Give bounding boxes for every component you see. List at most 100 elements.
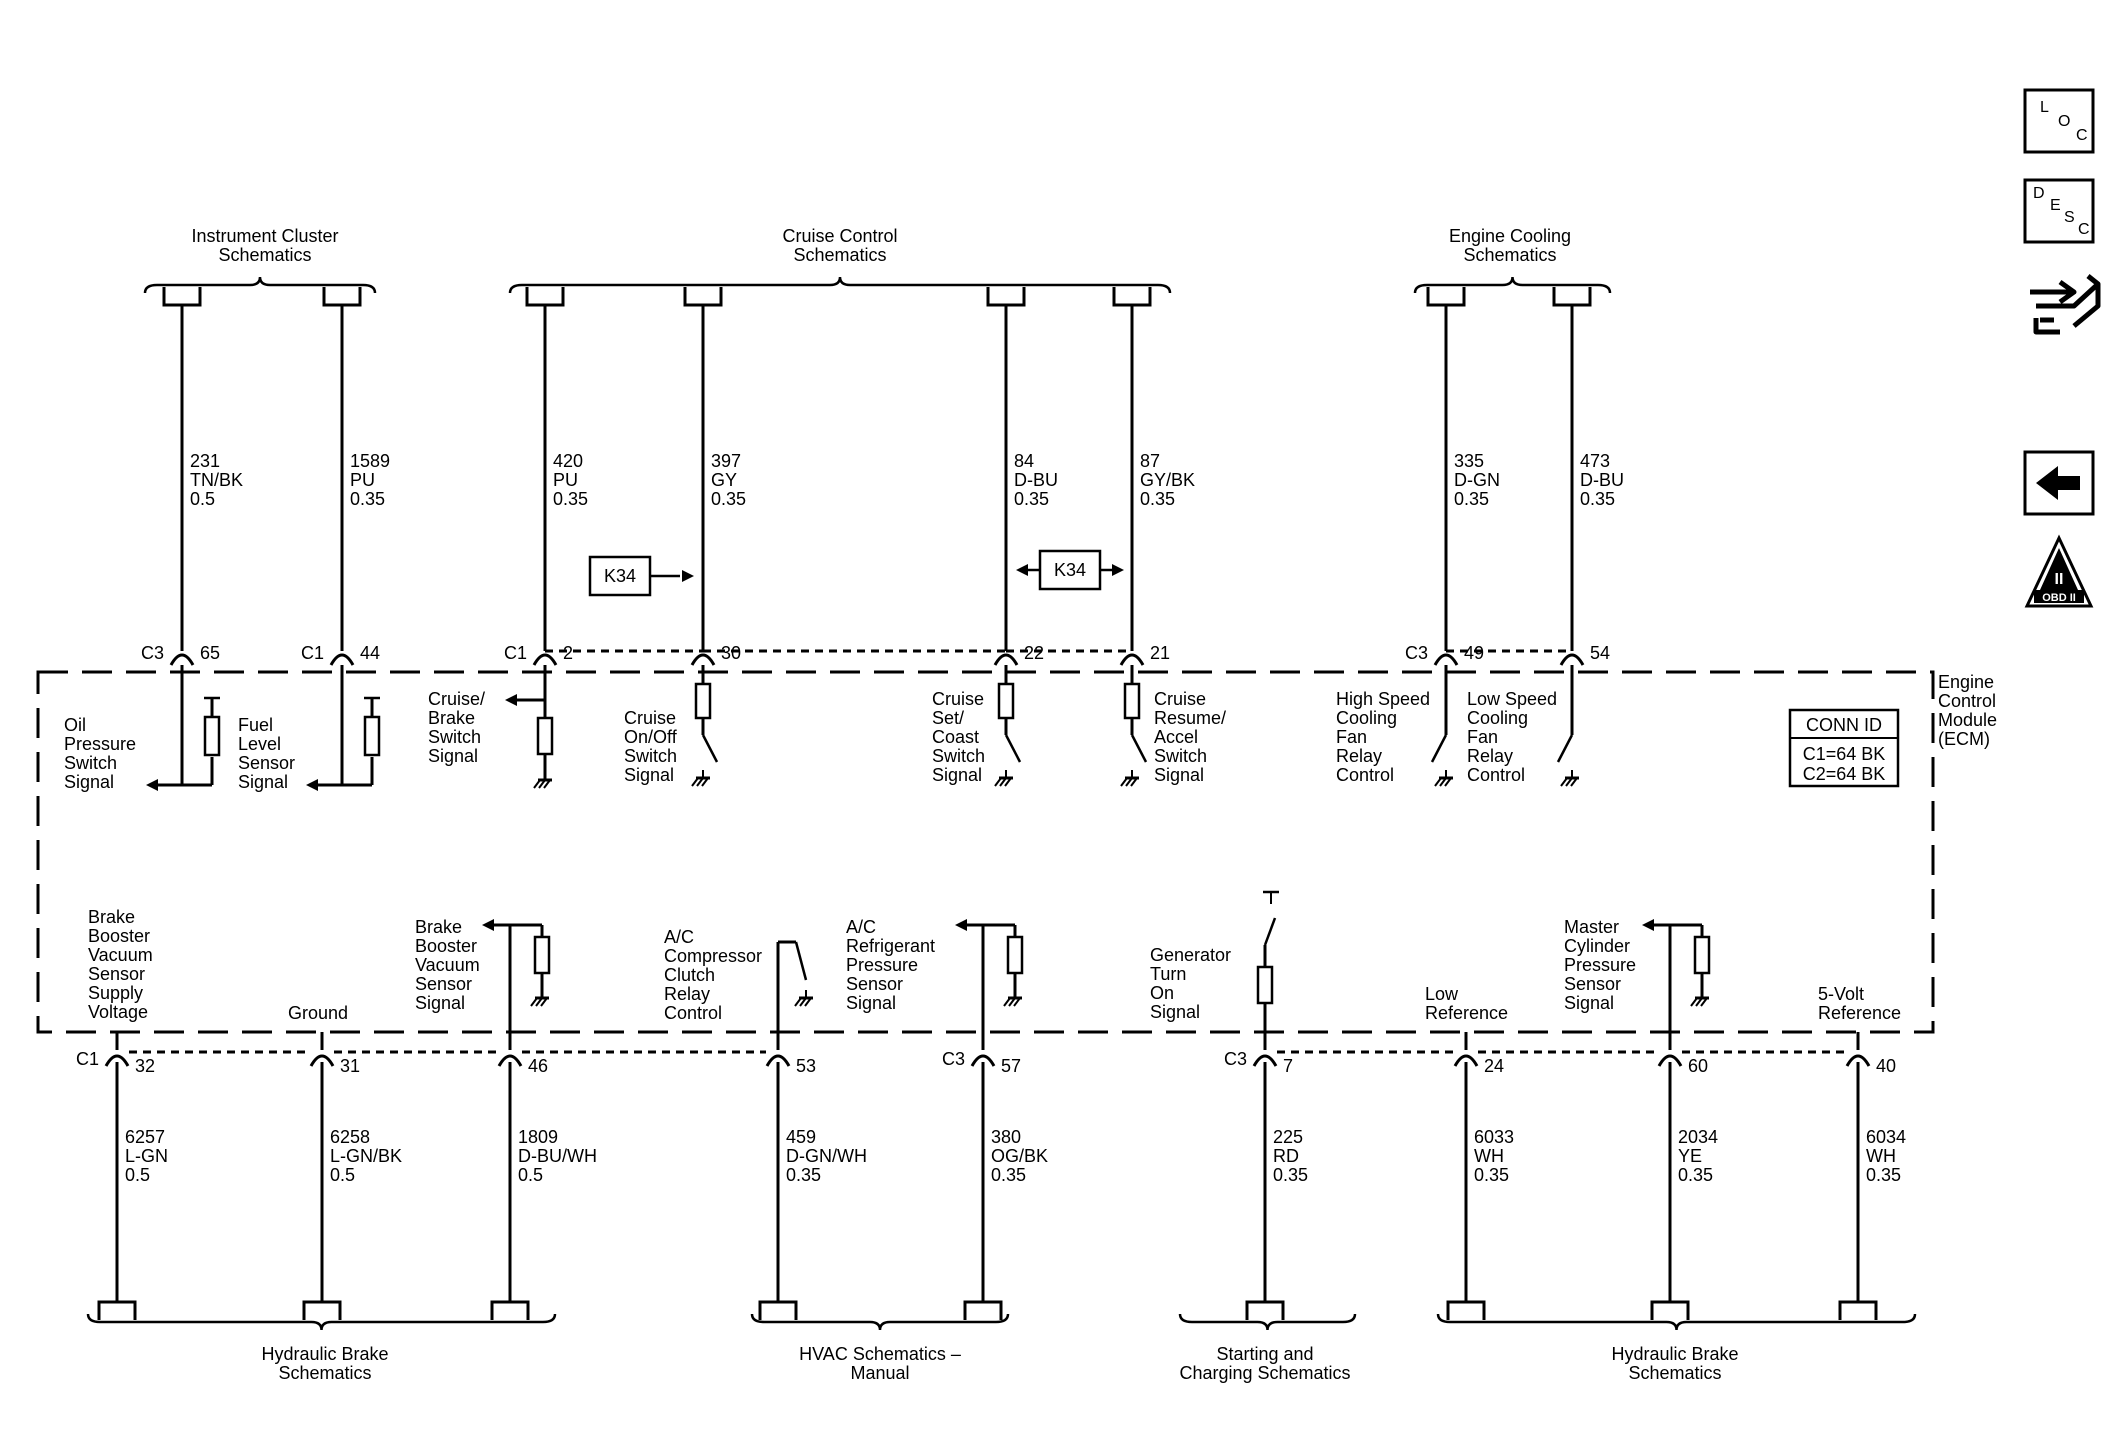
signal-label-line: Cruise [932,689,984,709]
harness-terminal-icon [1112,287,1152,307]
signal-label-line: Sensor [238,753,295,773]
signal-label-line: Cooling [1336,708,1397,728]
harness-terminal-icon [322,287,362,307]
back-arrow-icon[interactable] [2023,450,2095,516]
signal-label-line: Brake [88,907,135,927]
connector-terminal-icon [329,653,355,666]
signal-label-line: Cylinder [1564,936,1630,956]
wire-circuit: 6258 [330,1127,370,1147]
ecm-module-name-line: (ECM) [1938,729,1990,749]
wire-circuit: 6257 [125,1127,165,1147]
ground-symbol [1003,996,1022,1007]
signal-label-line: Pressure [1564,955,1636,975]
signal-label-line: Coast [932,727,979,747]
pin-number: 22 [1024,643,1044,663]
wire-color: YE [1678,1146,1702,1166]
pin-number: 54 [1590,643,1610,663]
wire-color: GY [711,470,737,490]
signal-label-line: Fuel [238,715,273,735]
signal-label: Ground [288,1003,348,1023]
harness-terminal-icon [683,287,723,307]
harness-terminal-icon [1552,287,1592,307]
ground-symbol [794,996,813,1007]
harness-terminal-icon [1245,1300,1285,1320]
wire-gauge: 0.35 [1140,489,1175,509]
group-title-line: Schematics [1628,1363,1721,1383]
signal-label-line: Switch [1154,746,1207,766]
signal-label-line: Refrigerant [846,936,935,956]
group-title-line: Cruise Control [782,226,897,246]
group-title-line: Manual [850,1363,909,1383]
resistor-symbol [1123,682,1141,720]
desc-letter: E [2050,197,2061,214]
pin-number: 7 [1283,1056,1293,1076]
pin-number: 32 [135,1056,155,1076]
arrow-icon [306,779,318,791]
wire-circuit: 459 [786,1127,816,1147]
signal-label-line: Signal [1154,765,1204,785]
signal-label-line: Sensor [846,974,903,994]
wire-color: TN/BK [190,470,243,490]
wire-color: PU [553,470,578,490]
connector-terminal-icon [1845,1054,1871,1067]
pin-number: 44 [360,643,380,663]
arrow-icon [505,694,517,706]
harness-terminal-icon [97,1300,137,1320]
wire-circuit: 397 [711,451,741,471]
pin-number: 2 [563,643,573,663]
signal-label-line: High Speed [1336,689,1430,709]
wire-circuit: 473 [1580,451,1610,471]
top-circuit-87: 87GY/BK0.3521CruiseResume/AccelSwitchSig… [1112,287,1226,787]
signal-label-line: Master [1564,917,1619,937]
loc-icon[interactable]: LOC [2023,88,2095,154]
resistor-symbol [363,715,381,757]
wire-gauge: 0.5 [190,489,215,509]
ecm-module-name-line: Control [1938,691,1996,711]
obd-label: OBD II [2042,592,2076,604]
signal-label-line: Cruise/ [428,689,485,709]
wire-circuit: 380 [991,1127,1021,1147]
harness-terminal-icon [986,287,1026,307]
pin-number: 21 [1150,643,1170,663]
signal-label-line: Brake [415,917,462,937]
connector-terminal-icon [993,653,1019,666]
signal-label-line: Reference [1818,1003,1901,1023]
signal-label-line: Sensor [1564,974,1621,994]
signal-label-line: Sensor [88,964,145,984]
ecm-module-name-line: Engine [1938,672,1994,692]
signal-label-line: Sensor [415,974,472,994]
wire-gauge: 0.35 [786,1165,821,1185]
harness-terminal-icon [1426,287,1466,307]
wire-gauge: 0.35 [1454,489,1489,509]
arrow-icon [1112,564,1124,576]
group-title-line: Engine Cooling [1449,226,1571,246]
signal-label-line: Switch [64,753,117,773]
signal-label-line: Voltage [88,1002,148,1022]
connector-end-view-icon[interactable] [2030,274,2101,335]
group-title-line: Schematics [278,1363,371,1383]
wire-gauge: 0.35 [1866,1165,1901,1185]
